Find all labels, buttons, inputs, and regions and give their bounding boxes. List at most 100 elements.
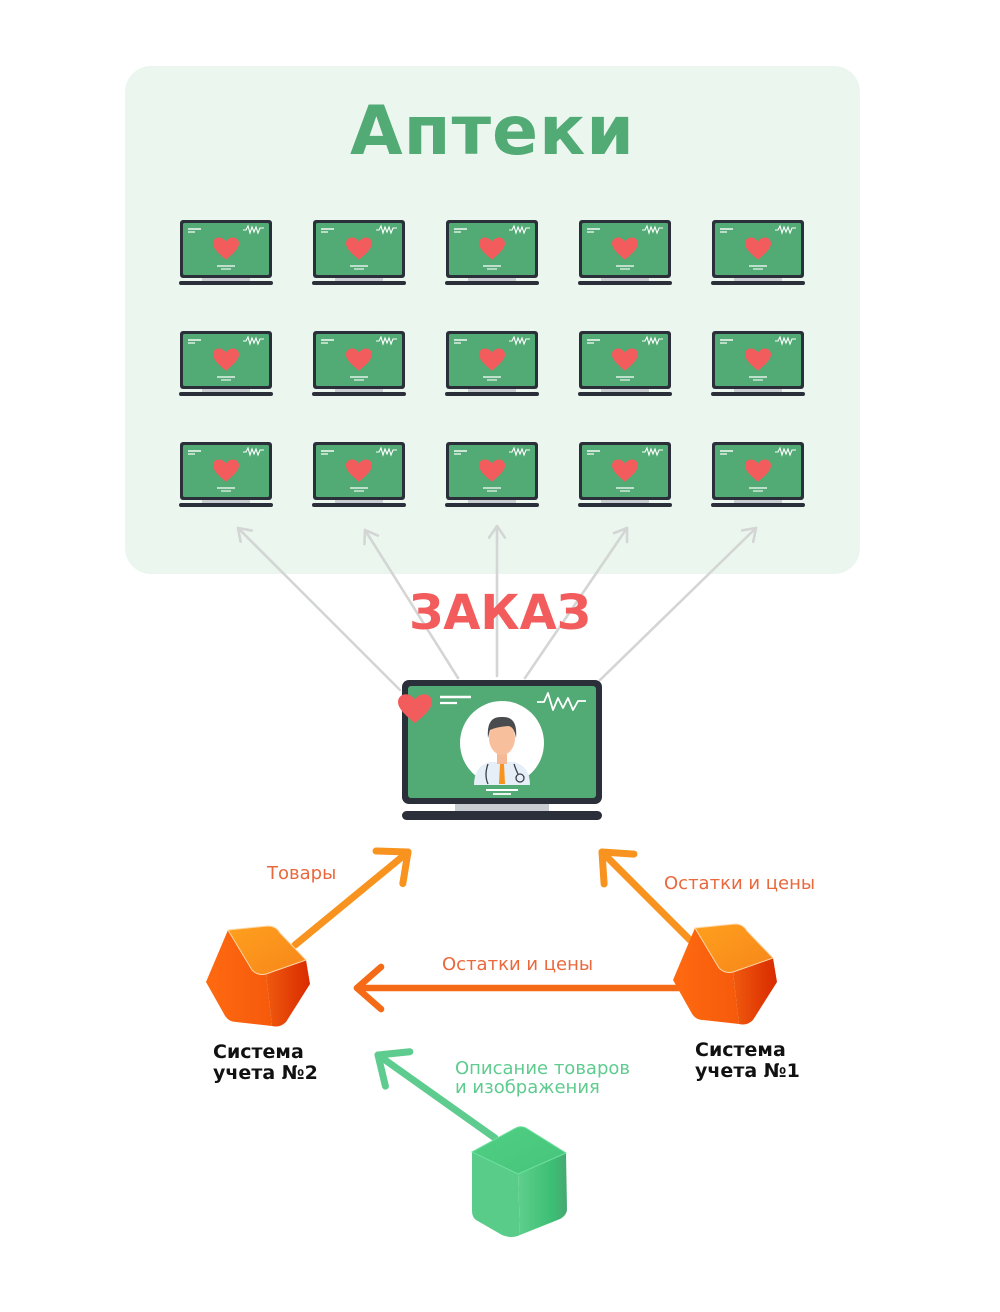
- order-arrow-line: [236, 526, 402, 692]
- stock-arrow-to-central-line: [598, 848, 694, 944]
- descriptions-arrow-line: [374, 1051, 499, 1142]
- pulse-line: [642, 335, 663, 346]
- pharmacy-laptop-icon: [578, 442, 672, 507]
- pulse-line: [642, 446, 663, 457]
- arrowhead-icon: [353, 963, 385, 1013]
- system-2-cube-icon: [206, 925, 310, 1027]
- flow-label-descriptions-line1: Описание товаров: [455, 1058, 631, 1079]
- pharmacy-laptop-icon: [312, 331, 406, 396]
- laptop-hinge: [202, 389, 250, 392]
- heart-icon: [479, 459, 505, 482]
- arrowhead-icon: [372, 847, 412, 888]
- laptop-base: [445, 392, 539, 396]
- flow-label-descriptions-line2: и изображения: [455, 1077, 600, 1098]
- system-1-label-line1: Система: [695, 1039, 786, 1061]
- pharmacy-laptop-icon: [179, 220, 273, 285]
- laptop-base: [711, 503, 805, 507]
- stock-arrow-to-central: [598, 848, 694, 944]
- pharmacy-laptop-icon: [711, 220, 805, 285]
- heart-icon: [346, 459, 372, 482]
- stethoscope-icon: [485, 763, 489, 785]
- cube-left-face: [472, 1152, 520, 1237]
- cube-right-face: [733, 958, 777, 1025]
- doctor-neck: [497, 754, 507, 764]
- doctor-face: [489, 721, 515, 755]
- cube-right-face: [518, 1153, 567, 1235]
- pulse-line: [509, 446, 530, 457]
- heart-icon: [745, 348, 771, 371]
- system-2-label-line2: учета №2: [213, 1062, 318, 1084]
- order-arrow: [236, 526, 402, 692]
- heart-icon: [745, 459, 771, 482]
- pulse-line: [775, 446, 796, 457]
- pharmacy-laptop-icon: [179, 331, 273, 396]
- flow-label-descriptions: Описание товаров и изображения: [455, 1059, 630, 1097]
- pharmacy-laptop-icon: [445, 331, 539, 396]
- flow-label-stock-to-central: Остатки и цены: [664, 873, 816, 894]
- cube-right-face: [266, 960, 310, 1027]
- pharmacy-laptop-icon: [711, 442, 805, 507]
- heart-icon: [612, 459, 638, 482]
- arrowhead-icon: [740, 526, 758, 544]
- heart-icon: [213, 237, 239, 260]
- laptop-base: [312, 503, 406, 507]
- arrowhead-icon: [612, 526, 629, 544]
- laptop-base: [445, 503, 539, 507]
- laptop-hinge: [455, 804, 549, 811]
- heart-icon: [346, 237, 372, 260]
- laptop-base: [711, 281, 805, 285]
- pulse-line: [243, 446, 264, 457]
- pulse-line: [376, 224, 397, 235]
- heart-icon: [479, 237, 505, 260]
- heart-icon: [346, 348, 372, 371]
- laptop-base: [578, 503, 672, 507]
- arrowhead-icon: [487, 524, 507, 539]
- arrowhead-icon: [363, 528, 380, 546]
- cube-top-face: [227, 925, 307, 975]
- descriptions-arrow: [374, 1048, 499, 1142]
- pulse-line: [376, 446, 397, 457]
- pulse-line: [775, 335, 796, 346]
- heart-icon: [213, 459, 239, 482]
- order-arrow: [523, 526, 629, 680]
- pulse-line: [243, 335, 264, 346]
- content-source-cube-icon: [470, 1126, 568, 1237]
- arrowhead-icon: [598, 848, 638, 888]
- goods-arrow: [291, 847, 412, 949]
- laptop-hinge: [734, 278, 782, 281]
- laptop-base: [578, 392, 672, 396]
- system-1-cube-icon: [673, 923, 777, 1025]
- pharmacy-laptop-icon: [179, 442, 273, 507]
- system-2-label: Система учета №2: [213, 1042, 318, 1084]
- laptop-hinge: [601, 389, 649, 392]
- stethoscope-tube: [513, 763, 519, 775]
- pharmacy-laptop-icon: [578, 331, 672, 396]
- laptop-hinge: [335, 500, 383, 503]
- pulse-line: [642, 224, 663, 235]
- laptop-base: [179, 503, 273, 507]
- laptop-hinge: [601, 278, 649, 281]
- pharmacy-laptop-icon: [312, 442, 406, 507]
- order-arrow-line: [523, 526, 629, 680]
- system-2-label-line1: Система: [213, 1041, 304, 1063]
- laptop-base: [179, 392, 273, 396]
- flow-label-goods: Товары: [267, 863, 337, 884]
- order-arrow: [598, 526, 758, 682]
- system-1-label-line2: учета №1: [695, 1060, 800, 1082]
- laptop-base: [312, 281, 406, 285]
- pharmacy-laptop-icon: [445, 442, 539, 507]
- laptop-hinge: [734, 389, 782, 392]
- pharmacy-laptop-icon: [711, 331, 805, 396]
- laptop-hinge: [601, 500, 649, 503]
- arrowhead-icon: [236, 526, 254, 544]
- heart-icon: [612, 237, 638, 260]
- laptop-hinge: [335, 278, 383, 281]
- heart-icon: [612, 348, 638, 371]
- arrowhead-icon: [374, 1048, 414, 1090]
- order-arrow: [487, 524, 507, 678]
- order-arrow-line: [363, 528, 460, 680]
- central-laptop-icon: [398, 680, 602, 820]
- laptop-hinge: [734, 500, 782, 503]
- cube-left-face: [206, 930, 272, 1026]
